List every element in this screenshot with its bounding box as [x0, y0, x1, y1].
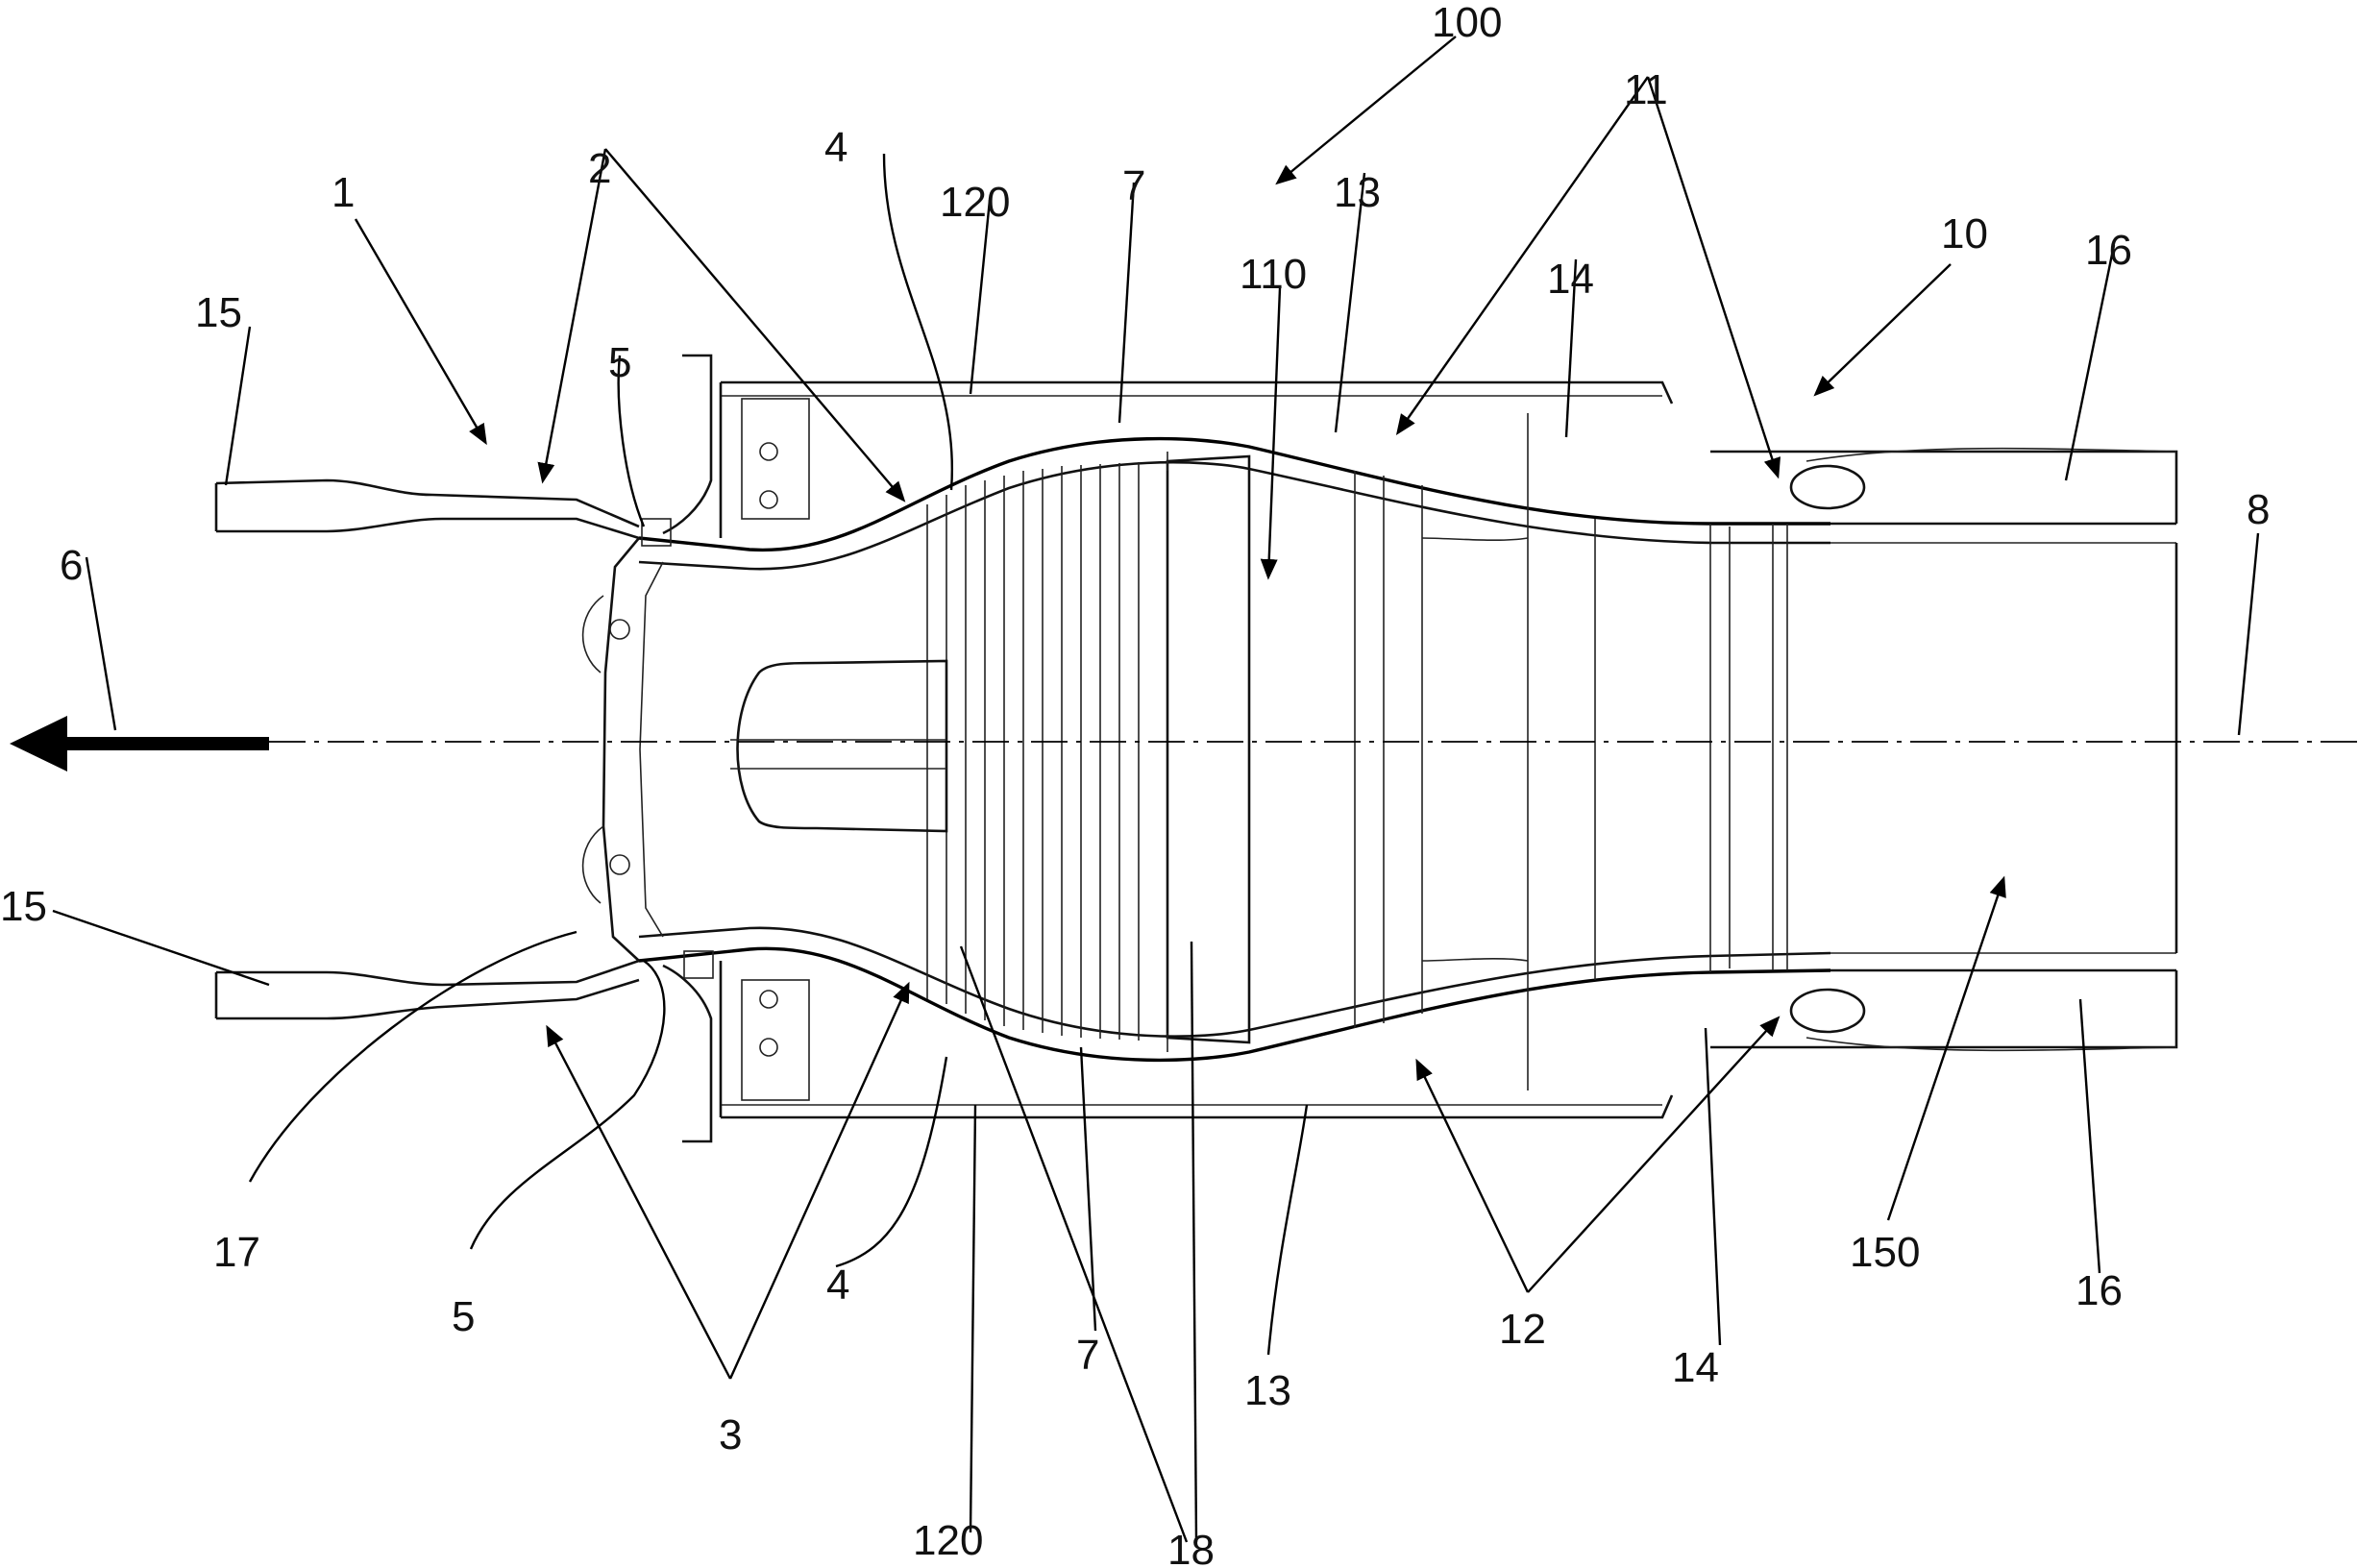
- label-11: 11: [1624, 66, 1668, 113]
- label-120-bottom: 120: [913, 1517, 983, 1564]
- bracket-top: [662, 354, 713, 535]
- label-110: 110: [1240, 251, 1307, 298]
- upper-side-member: [638, 436, 1830, 552]
- front-cross-member: [602, 537, 640, 962]
- reference-numerals: 100 1 2 4 120 7 13 110 11 14 10 16 15 5 …: [0, 0, 2270, 1568]
- label-15-top: 15: [195, 289, 242, 336]
- label-5-top: 5: [608, 339, 631, 386]
- travel-direction-arrow: [10, 716, 269, 772]
- label-4-top: 4: [824, 124, 847, 171]
- label-5-bottom: 5: [452, 1293, 475, 1340]
- label-16-top: 16: [2085, 227, 2132, 274]
- outer-rail-top: [721, 380, 1674, 404]
- floor-panel: [1166, 454, 1251, 1044]
- label-16-bottom: 16: [2076, 1267, 2123, 1314]
- label-15-bottom: 15: [0, 883, 47, 930]
- tunnel: [736, 659, 948, 833]
- label-14-top: 14: [1547, 256, 1594, 303]
- label-120-top: 120: [940, 179, 1010, 226]
- label-17: 17: [213, 1229, 260, 1276]
- label-150: 150: [1850, 1229, 1920, 1276]
- front-stub-top: [215, 478, 640, 528]
- label-100: 100: [1432, 0, 1502, 46]
- label-7-bottom: 7: [1076, 1332, 1099, 1379]
- rear-opening-bottom: [1789, 988, 1866, 1034]
- bracket-bottom: [662, 964, 713, 1143]
- label-13-top: 13: [1334, 169, 1381, 216]
- lower-side-member: [638, 946, 1831, 1063]
- rear-opening-top: [1789, 464, 1866, 510]
- label-3: 3: [719, 1411, 742, 1458]
- floor-ribs: [946, 462, 1140, 1041]
- leader-lines: [52, 36, 2260, 1543]
- label-18: 18: [1167, 1527, 1215, 1568]
- rear-member-top: [1710, 450, 2178, 524]
- label-4-bottom: 4: [826, 1262, 849, 1309]
- front-stub-bottom: [216, 959, 640, 987]
- frame-structure: [214, 354, 2178, 1143]
- label-14-bottom: 14: [1672, 1344, 1719, 1391]
- label-7-top: 7: [1122, 162, 1145, 209]
- label-6: 6: [60, 542, 83, 589]
- label-1: 1: [332, 169, 355, 216]
- label-13-bottom: 13: [1244, 1367, 1291, 1414]
- label-8: 8: [2247, 486, 2270, 533]
- label-10: 10: [1941, 210, 1988, 257]
- label-12: 12: [1499, 1306, 1546, 1353]
- rear-member-bottom: [1710, 970, 2178, 1049]
- outer-rail-bottom: [721, 1094, 1674, 1119]
- label-2: 2: [588, 145, 611, 192]
